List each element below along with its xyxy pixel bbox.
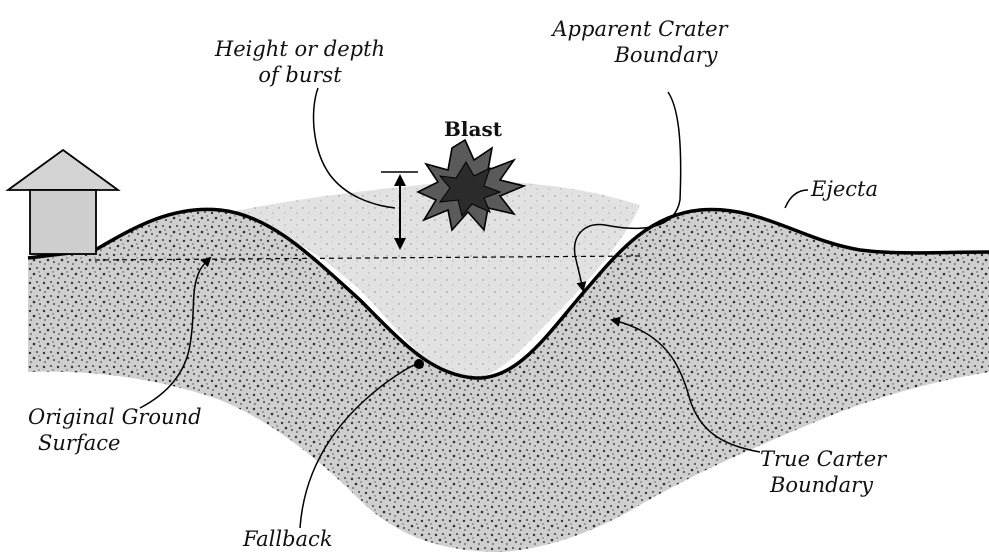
original-line2: Surface <box>28 430 202 456</box>
true-line1: True Carter <box>760 446 886 472</box>
height-depth-line1: Height or depth <box>190 36 410 62</box>
fallback-label: Fallback <box>243 526 333 552</box>
true-line2: Boundary <box>760 472 886 498</box>
original-ground-label: Original Ground Surface <box>28 404 202 456</box>
fallback-dot <box>414 359 424 369</box>
original-line1: Original Ground <box>28 404 202 430</box>
ejecta-leader <box>785 190 808 208</box>
height-depth-label: Height or depth of burst <box>190 36 410 88</box>
ejecta-label: Ejecta <box>811 176 878 202</box>
house-icon <box>8 150 118 254</box>
apparent-crater-label: Apparent Crater Boundary <box>530 16 750 68</box>
apparent-line1: Apparent Crater <box>530 16 750 42</box>
blast-label: Blast <box>444 116 502 142</box>
true-boundary-label: True Carter Boundary <box>760 446 886 498</box>
height-depth-line2: of burst <box>190 62 410 88</box>
apparent-line2: Boundary <box>530 42 750 68</box>
